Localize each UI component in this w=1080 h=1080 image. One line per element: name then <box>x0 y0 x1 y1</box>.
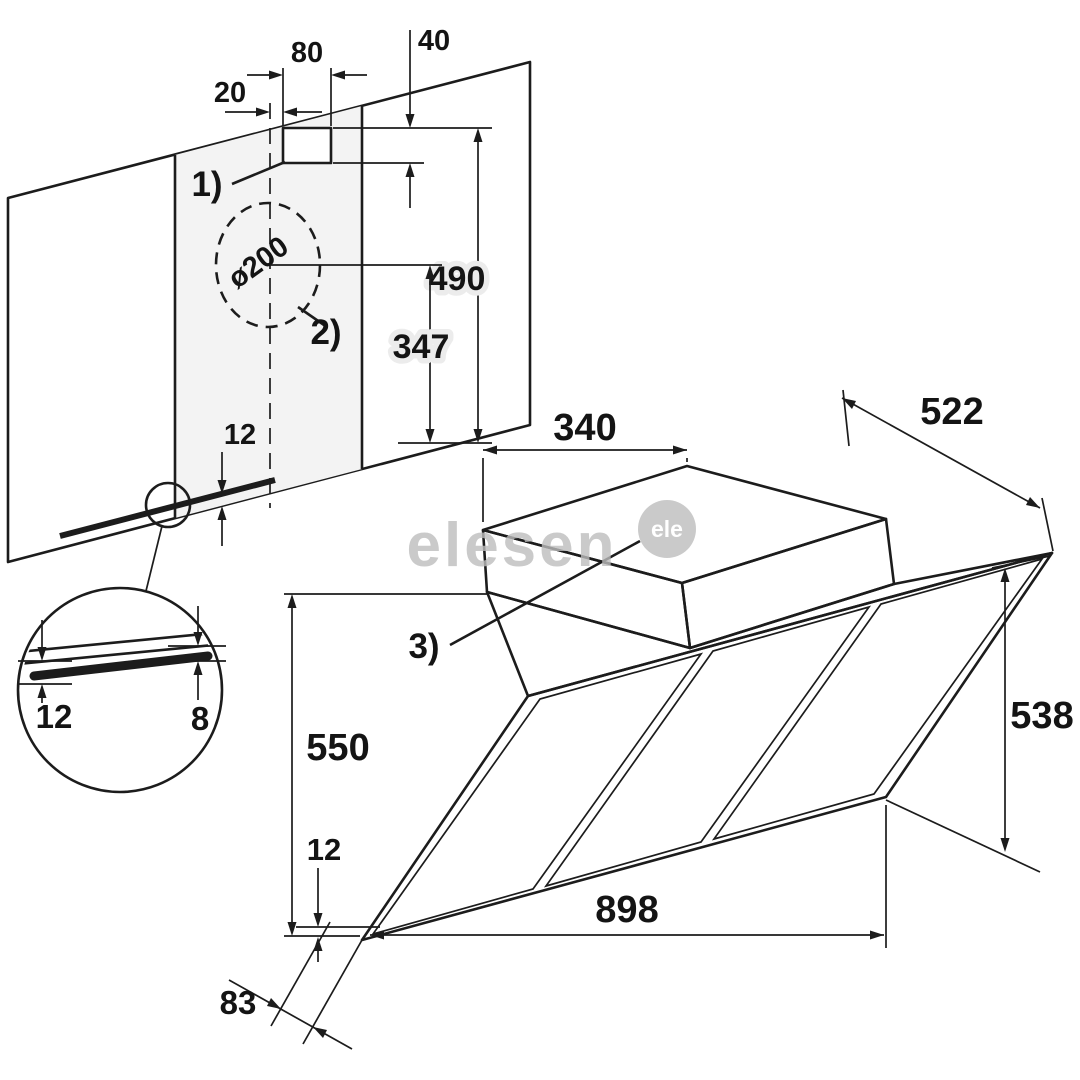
dimension-340: 340 <box>482 407 688 522</box>
watermark-badge <box>638 500 696 558</box>
dim-12-wall-label: 12 <box>224 419 256 451</box>
dim-550-label: 550 <box>306 727 369 769</box>
glass-pane-3 <box>711 557 1045 841</box>
detail-connector <box>145 525 163 592</box>
dimension-8-detail: 8 <box>168 606 226 737</box>
panel-bottom-edge <box>59 477 276 539</box>
front-panel <box>360 551 1054 942</box>
edge-detail-view: 12 8 <box>16 586 226 794</box>
dim-898-label: 898 <box>595 889 658 931</box>
watermark: elesen ele <box>406 500 696 580</box>
dimension-522: 522 <box>841 389 1054 552</box>
glass-edge-profile <box>29 651 213 681</box>
dimension-80: 80 <box>247 37 367 126</box>
dim-522-label: 522 <box>920 391 983 433</box>
glass-pane-2 <box>543 605 872 888</box>
dimension-40: 40 <box>333 25 492 208</box>
chimney-top-glass <box>481 464 888 585</box>
dim-40-label: 40 <box>418 25 450 57</box>
detail-circle <box>16 586 224 794</box>
dimension-550: 550 <box>284 593 488 937</box>
chimney-front-face <box>680 517 896 650</box>
wall-panel <box>6 60 532 564</box>
hood-isometric-view: 340 522 550 538 <box>220 389 1074 1050</box>
callout-2-leader <box>297 305 325 327</box>
callout-1: 1) <box>191 165 222 204</box>
dim-12-hood-label: 12 <box>307 832 341 867</box>
callout-2: 2) <box>310 313 341 352</box>
dimension-347: 347 <box>270 264 455 443</box>
dim-83-label: 83 <box>220 984 257 1021</box>
dim-20-label: 20 <box>214 77 246 109</box>
callout-3: 3) <box>408 627 439 666</box>
dimension-12-detail: 12 <box>18 620 72 735</box>
dimension-83: 83 <box>220 921 363 1050</box>
dimension-12-wall: 12 <box>217 419 256 546</box>
dim-347-label: 347 <box>393 328 450 366</box>
mounting-panel <box>175 106 362 518</box>
dim-340-label: 340 <box>553 407 616 449</box>
glass-pane-1 <box>370 652 704 936</box>
dimension-538: 538 <box>885 555 1074 873</box>
mounting-cutout <box>281 126 333 165</box>
watermark-badge-text: ele <box>651 516 683 542</box>
dim-538-label: 538 <box>1010 695 1073 737</box>
dim-80-label: 80 <box>291 37 323 69</box>
dimension-20: 20 <box>214 77 322 117</box>
dim-12-detail-label: 12 <box>36 698 73 735</box>
callout-3-leader <box>449 539 641 647</box>
callout-1-leader <box>231 160 286 186</box>
wall-mounting-view: ø200 20 80 40 <box>6 25 532 592</box>
dim-8-detail-label: 8 <box>191 700 209 737</box>
dimension-898: 898 <box>370 805 887 948</box>
watermark-text: elesen <box>406 511 617 580</box>
dimension-12-hood: 12 <box>296 832 380 962</box>
detail-marker-circle <box>144 481 192 529</box>
